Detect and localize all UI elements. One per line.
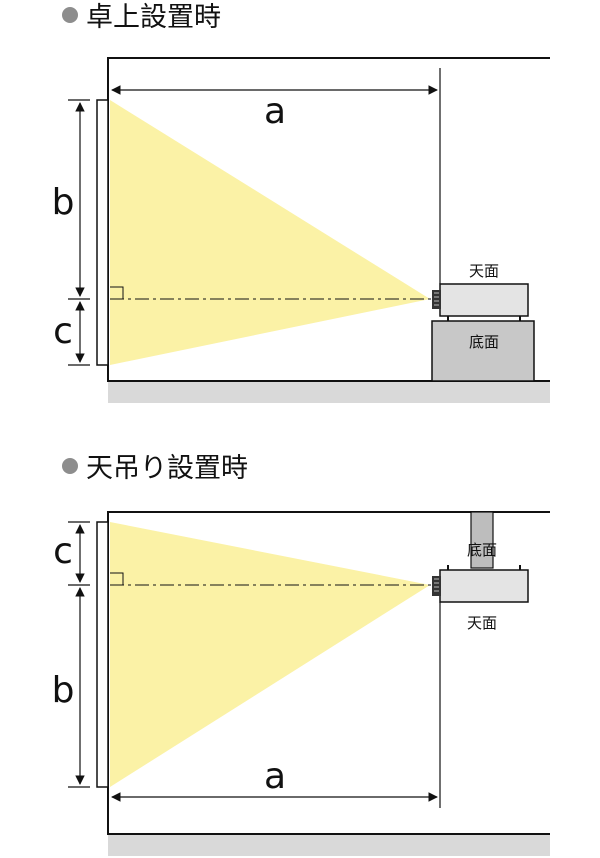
ceiling-projection-beam — [110, 522, 430, 787]
ceiling-screen — [96, 521, 109, 788]
ceiling-top-face-label: 天面 — [467, 614, 497, 632]
ceiling-right-angle-mark — [110, 572, 124, 585]
ceiling-projector — [439, 569, 529, 603]
desk-right-angle-mark — [110, 286, 124, 299]
desk-stand — [431, 320, 535, 382]
ceiling-mount-pole — [470, 511, 494, 569]
ceiling-bottom-face-label: 底面 — [467, 541, 497, 559]
desk-projector-lens — [432, 290, 441, 309]
desk-projector — [439, 283, 529, 317]
desk-projection-beam — [110, 100, 430, 365]
ceiling-dimension-a-label: a — [264, 756, 286, 797]
desk-floor — [108, 381, 550, 403]
desk-diagram: 天面 底面 a b c — [52, 57, 550, 403]
desk-setup-title: 卓上設置時 — [62, 4, 221, 31]
desk-dimension-a-label: a — [264, 91, 286, 132]
desk-dimension-b-label: b — [52, 182, 75, 223]
ceiling-projector-lens — [432, 576, 441, 596]
ceiling-floor — [108, 834, 550, 856]
bullet-icon — [62, 7, 78, 23]
ceiling-dimension-b-label: b — [52, 670, 75, 711]
desk-screen — [96, 99, 109, 366]
ceiling-setup-title: 天吊り設置時 — [62, 455, 248, 482]
bullet-icon — [62, 458, 78, 474]
ceiling-dimension-c-label: c — [53, 531, 73, 572]
desk-top-face-label: 天面 — [469, 262, 499, 280]
ceiling-setup-title-text: 天吊り設置時 — [86, 453, 248, 484]
ceiling-diagram: 底面 天面 a c b — [52, 511, 550, 856]
desk-bottom-face-label: 底面 — [469, 333, 499, 351]
desk-dimension-c-label: c — [53, 311, 73, 352]
desk-setup-title-text: 卓上設置時 — [86, 2, 221, 33]
